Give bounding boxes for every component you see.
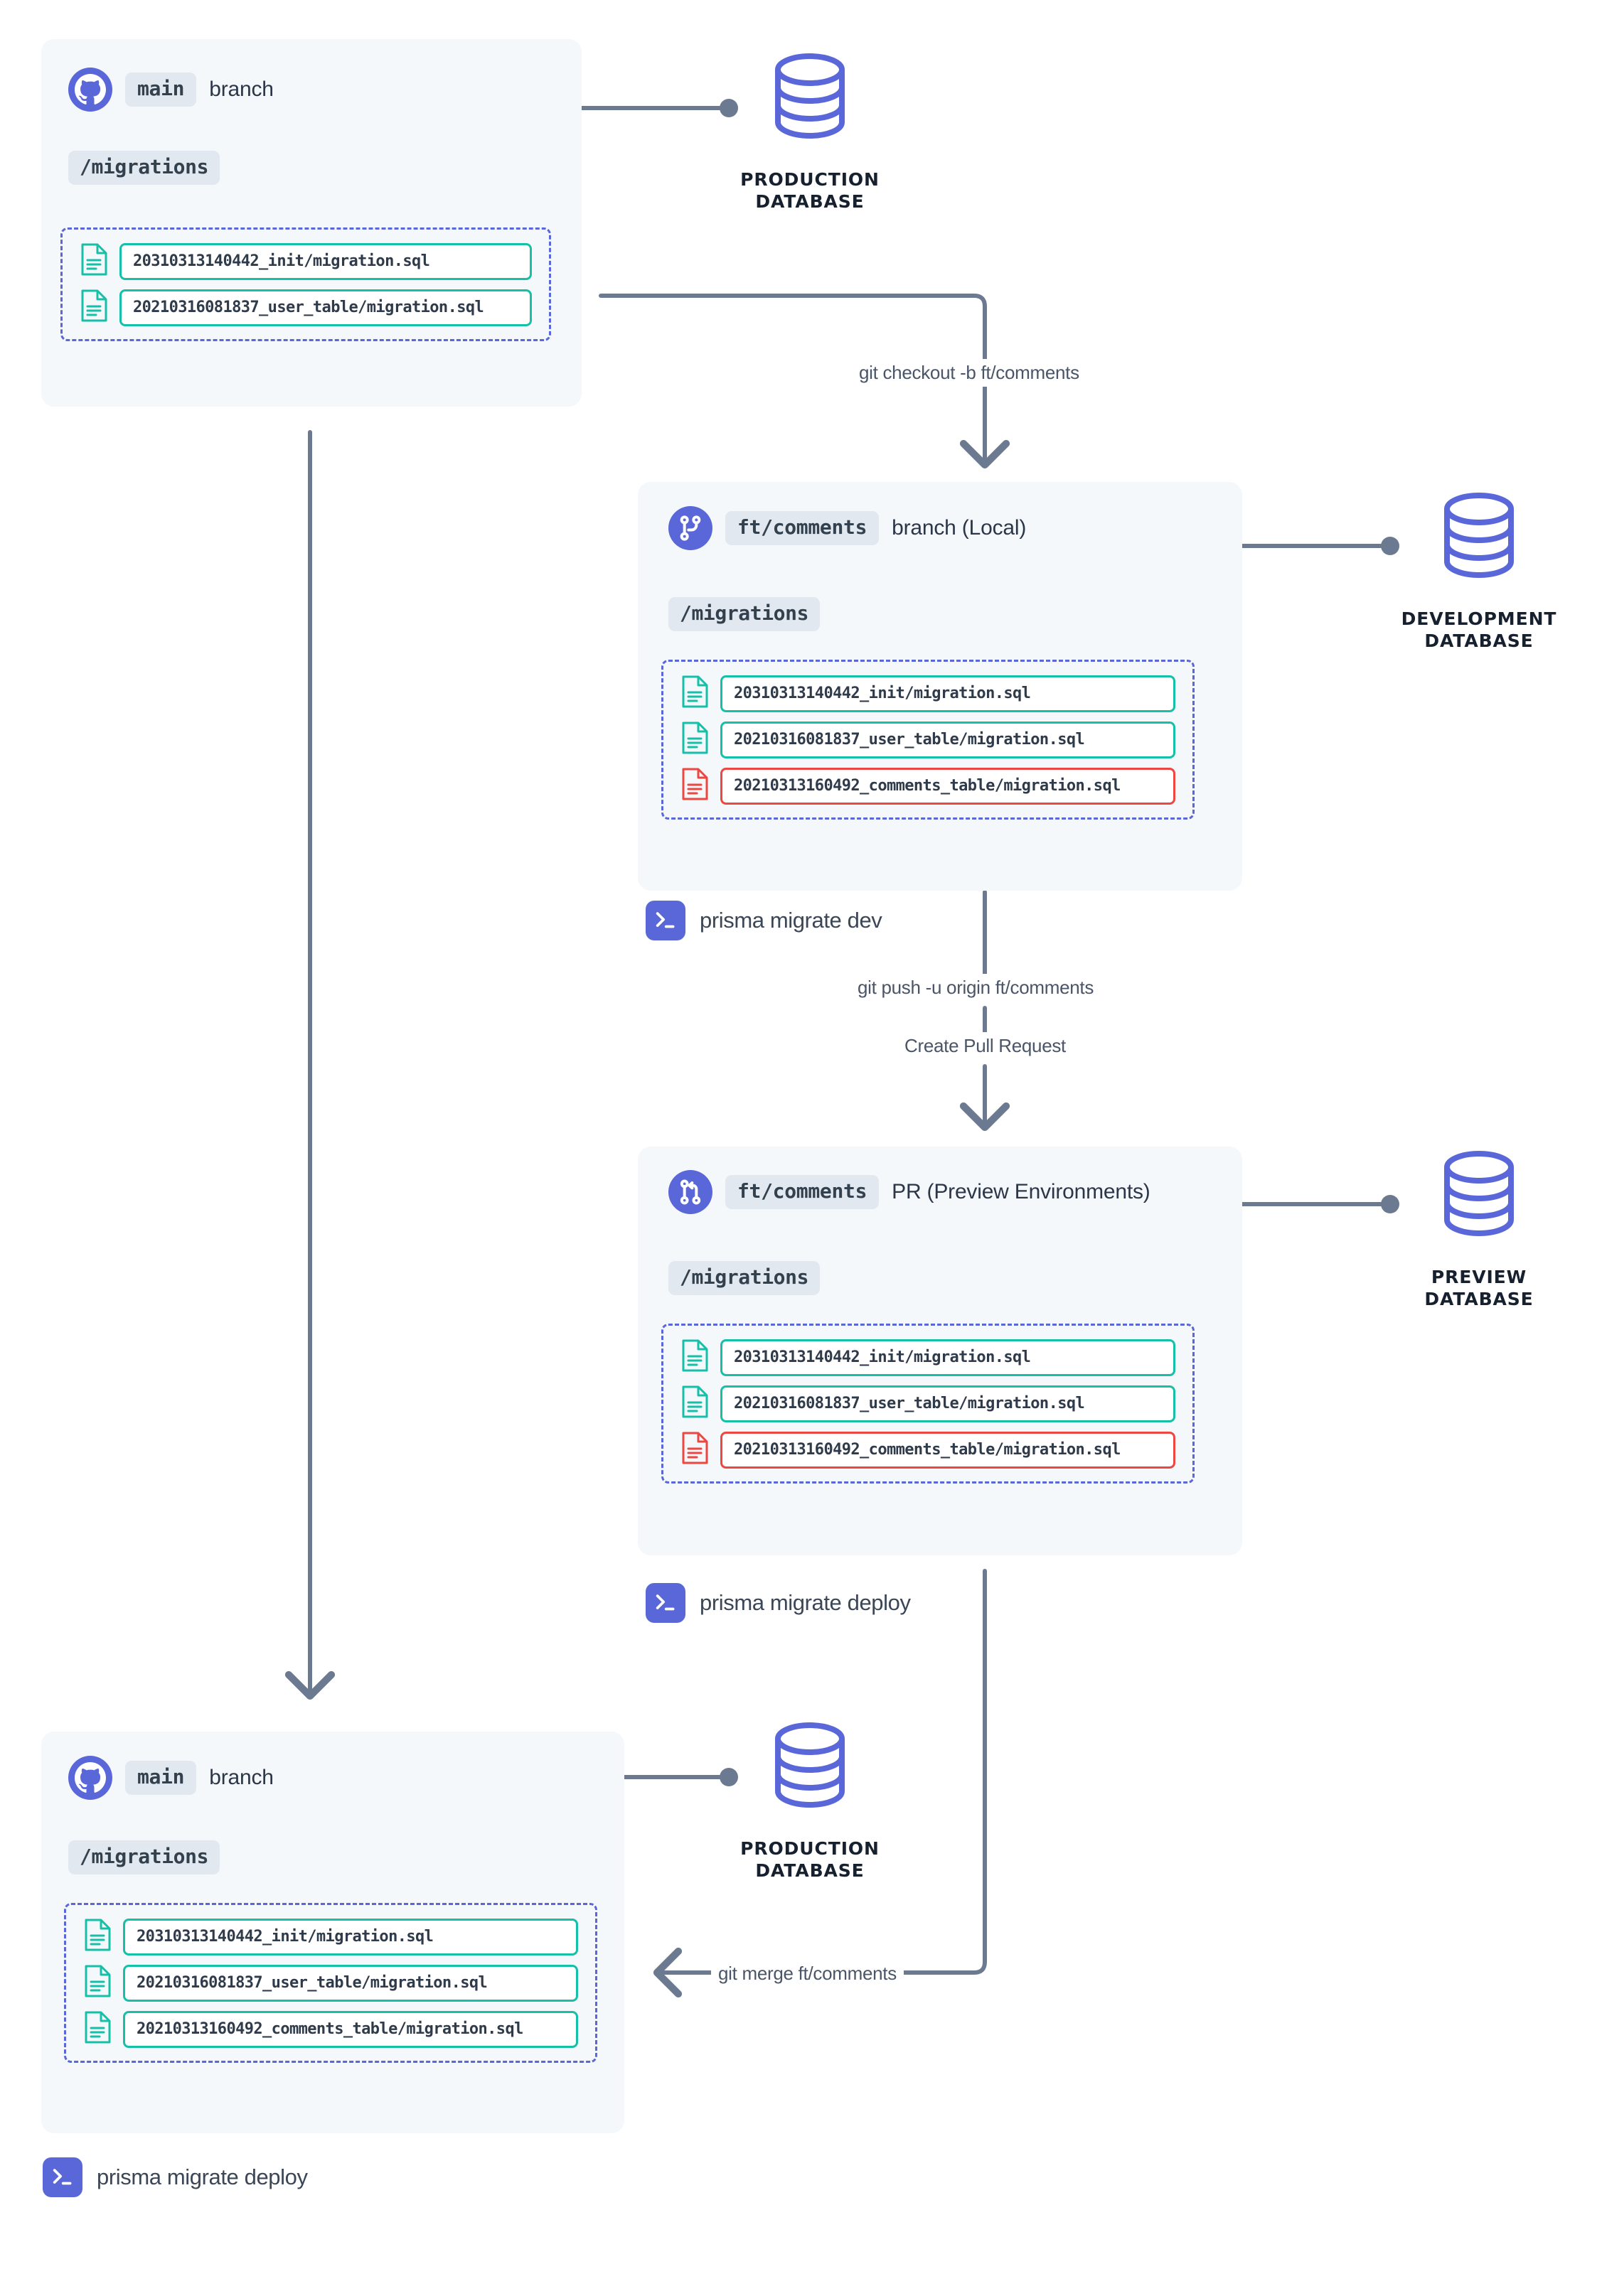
edge-label-create-pull-request: Create Pull Request bbox=[897, 1032, 1073, 1060]
database-label-line2: DATABASE bbox=[1424, 630, 1534, 651]
file-icon bbox=[83, 1918, 112, 1956]
file-icon bbox=[680, 675, 709, 712]
migration-file-row: 20210316081837_user_table/migration.sql bbox=[83, 1964, 578, 2002]
database-label-line1: DEVELOPMENT bbox=[1401, 608, 1557, 629]
production-database-top: PRODUCTION DATABASE bbox=[725, 50, 895, 213]
branch-type-label: PR (Preview Environments) bbox=[892, 1180, 1150, 1203]
file-icon-new bbox=[680, 1431, 709, 1469]
edge-label-git-push: git push -u origin ft/comments bbox=[850, 974, 1101, 1002]
command-label: prisma migrate deploy bbox=[97, 2164, 308, 2189]
feature-branch-header-pr: ft/comments PR (Preview Environments) bbox=[668, 1170, 1150, 1214]
migration-file-row-new: 20210313160492_comments_table/migration.… bbox=[680, 1431, 1175, 1469]
migration-file-name: 20310313140442_init/migration.sql bbox=[720, 1339, 1175, 1376]
command-label: prisma migrate dev bbox=[700, 908, 882, 933]
preview-database: PREVIEW DATABASE bbox=[1394, 1147, 1564, 1310]
migration-file-name: 20210316081837_user_table/migration.sql bbox=[123, 1964, 578, 2002]
database-label-line2: DATABASE bbox=[1424, 1288, 1534, 1309]
migration-file-name: 20210316081837_user_table/migration.sql bbox=[119, 289, 532, 326]
migration-file-row: 20210316081837_user_table/migration.sql bbox=[80, 289, 532, 326]
migration-file-name: 20210313160492_comments_table/migration.… bbox=[720, 767, 1175, 805]
github-icon bbox=[68, 68, 112, 112]
migration-file-row: 20310313140442_init/migration.sql bbox=[680, 675, 1175, 712]
branch-name-chip: main bbox=[125, 1761, 197, 1795]
migrations-list-feature-local: 20310313140442_init/migration.sql 202103… bbox=[661, 660, 1195, 820]
database-icon bbox=[775, 53, 845, 139]
command-label: prisma migrate deploy bbox=[700, 1590, 911, 1615]
database-label-line1: PREVIEW bbox=[1431, 1267, 1527, 1287]
migrations-folder-chip-local: /migrations bbox=[668, 597, 821, 631]
migration-file-row: 20310313140442_init/migration.sql bbox=[80, 242, 532, 280]
feature-branch-header-local: ft/comments branch (Local) bbox=[668, 506, 1026, 550]
branch-type-label: branch (Local) bbox=[892, 516, 1027, 540]
branch-type-label: branch bbox=[209, 77, 274, 101]
migration-file-name: 20210313160492_comments_table/migration.… bbox=[123, 2010, 578, 2048]
database-icon bbox=[1444, 1151, 1514, 1237]
command-prisma-migrate-deploy-pr: prisma migrate deploy bbox=[646, 1583, 911, 1623]
database-label-line2: DATABASE bbox=[755, 191, 865, 212]
git-pull-request-icon bbox=[668, 1170, 712, 1214]
development-database: DEVELOPMENT DATABASE bbox=[1394, 489, 1564, 652]
migrations-folder-chip-pr: /migrations bbox=[668, 1261, 821, 1295]
database-label: PREVIEW DATABASE bbox=[1394, 1267, 1564, 1310]
git-branch-icon bbox=[668, 506, 712, 550]
file-icon bbox=[680, 1385, 709, 1422]
terminal-icon bbox=[43, 2157, 82, 2197]
edge-label-git-merge: git merge ft/comments bbox=[711, 1960, 904, 1987]
migration-file-row: 20310313140442_init/migration.sql bbox=[83, 1918, 578, 1956]
migrations-list-main-top: 20310313140442_init/migration.sql 202103… bbox=[60, 227, 551, 341]
database-icon bbox=[775, 1722, 845, 1808]
migration-file-row: 20310313140442_init/migration.sql bbox=[680, 1339, 1175, 1376]
file-icon bbox=[680, 1339, 709, 1376]
migration-file-row: 20210316081837_user_table/migration.sql bbox=[680, 1385, 1175, 1422]
database-label-line1: PRODUCTION bbox=[740, 169, 880, 190]
file-icon bbox=[83, 2010, 112, 2048]
database-label-line1: PRODUCTION bbox=[740, 1838, 880, 1859]
edge-label-git-checkout: git checkout -b ft/comments bbox=[852, 359, 1086, 387]
migrations-list-main-bottom: 20310313140442_init/migration.sql 202103… bbox=[64, 1903, 597, 2063]
file-icon-new bbox=[680, 767, 709, 805]
database-label: DEVELOPMENT DATABASE bbox=[1394, 608, 1564, 652]
database-icon bbox=[1444, 493, 1514, 579]
file-icon bbox=[83, 1964, 112, 2002]
file-icon bbox=[80, 242, 108, 280]
file-icon bbox=[680, 721, 709, 758]
branch-name-chip: ft/comments bbox=[725, 511, 880, 545]
database-label-line2: DATABASE bbox=[755, 1860, 865, 1881]
file-icon bbox=[80, 289, 108, 326]
branch-name-chip: main bbox=[125, 73, 197, 107]
branch-name-chip: ft/comments bbox=[725, 1175, 880, 1209]
migrations-folder-chip-bottom: /migrations bbox=[68, 1840, 220, 1874]
migrations-folder-chip-top: /migrations bbox=[68, 151, 220, 185]
terminal-icon bbox=[646, 1583, 685, 1623]
terminal-icon bbox=[646, 901, 685, 940]
database-label: PRODUCTION DATABASE bbox=[725, 169, 895, 213]
command-prisma-migrate-dev: prisma migrate dev bbox=[646, 901, 882, 940]
production-database-bottom: PRODUCTION DATABASE bbox=[725, 1719, 895, 1882]
migration-file-name: 20210316081837_user_table/migration.sql bbox=[720, 1385, 1175, 1422]
migration-file-name: 20310313140442_init/migration.sql bbox=[123, 1918, 578, 1956]
database-label: PRODUCTION DATABASE bbox=[725, 1838, 895, 1882]
migration-file-row: 20210316081837_user_table/migration.sql bbox=[680, 721, 1175, 758]
main-branch-header-bottom: main branch bbox=[68, 1756, 274, 1800]
migrations-list-feature-pr: 20310313140442_init/migration.sql 202103… bbox=[661, 1324, 1195, 1484]
migration-file-name: 20210313160492_comments_table/migration.… bbox=[720, 1431, 1175, 1469]
migration-file-name: 20310313140442_init/migration.sql bbox=[119, 242, 532, 280]
migration-file-name: 20210316081837_user_table/migration.sql bbox=[720, 721, 1175, 758]
main-branch-header-top: main branch bbox=[68, 68, 274, 112]
migration-file-row: 20210313160492_comments_table/migration.… bbox=[83, 2010, 578, 2048]
branch-type-label: branch bbox=[209, 1766, 274, 1789]
command-prisma-migrate-deploy-main: prisma migrate deploy bbox=[43, 2157, 308, 2197]
github-icon bbox=[68, 1756, 112, 1800]
migration-file-row-new: 20210313160492_comments_table/migration.… bbox=[680, 767, 1175, 805]
migration-file-name: 20310313140442_init/migration.sql bbox=[720, 675, 1175, 712]
